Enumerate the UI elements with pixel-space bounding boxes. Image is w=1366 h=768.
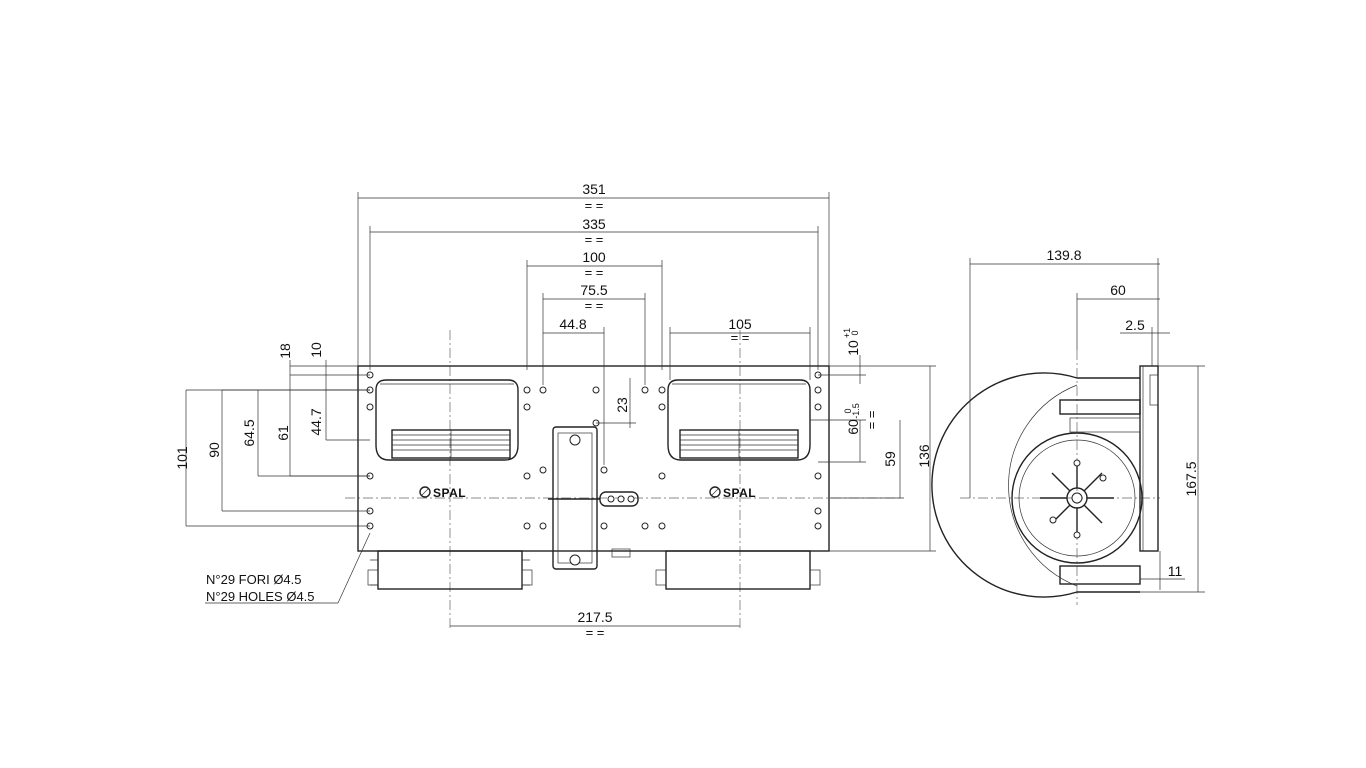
dim-23: 23 bbox=[614, 397, 630, 413]
dim-64-5: 64.5 bbox=[241, 419, 257, 446]
left-scroll-housing bbox=[375, 379, 519, 461]
impeller-hub bbox=[1040, 459, 1114, 539]
dim-10-left: 10 bbox=[308, 342, 324, 358]
holes-note-it: N°29 FORI Ø4.5 bbox=[206, 572, 302, 587]
dim-217-5: 217.5 bbox=[577, 609, 612, 625]
center-dimension: 23 bbox=[596, 378, 636, 428]
right-scroll-housing bbox=[667, 379, 811, 461]
left-outlet bbox=[367, 550, 533, 590]
eq-mark-335: = = bbox=[585, 232, 604, 247]
mounting-holes bbox=[366, 371, 822, 530]
volute-housing bbox=[931, 372, 1140, 598]
dim-59: 59 bbox=[882, 451, 898, 467]
dim-18: 18 bbox=[277, 343, 293, 359]
dim-105: 105 bbox=[728, 316, 752, 332]
tol-60-lower: -1.5 bbox=[851, 403, 861, 419]
left-brand-text: SPAL bbox=[433, 486, 466, 500]
eq-mark-105: = = bbox=[731, 330, 750, 345]
dim-136: 136 bbox=[916, 444, 932, 468]
bottom-bracket bbox=[1059, 565, 1141, 585]
eq-mark-217-5: = = bbox=[586, 625, 605, 640]
dim-11: 11 bbox=[1168, 563, 1183, 579]
holes-note-en: N°29 HOLES Ø4.5 bbox=[206, 589, 315, 604]
eq-mark-351: = = bbox=[585, 198, 604, 213]
dim-10-right: 10 bbox=[845, 340, 861, 356]
dim-351: 351 bbox=[582, 181, 606, 197]
front-view: SPAL SPAL 351 = = 335 = = 100 = bbox=[174, 181, 936, 640]
side-view: 139.8 60 2.5 167.5 11 bbox=[931, 247, 1205, 605]
left-dimensions: 18 10 44.7 61 64.5 90 101 bbox=[174, 342, 370, 527]
dim-60-front: 60 bbox=[845, 419, 861, 435]
right-brand-logo: SPAL bbox=[709, 486, 756, 500]
tol-10-upper: +1 bbox=[842, 328, 852, 338]
right-brand-text: SPAL bbox=[723, 486, 756, 500]
dim-2-5: 2.5 bbox=[1125, 317, 1145, 333]
top-bracket bbox=[1059, 399, 1141, 415]
tol-60-upper: 0 bbox=[843, 408, 853, 413]
dim-60-side: 60 bbox=[1110, 282, 1126, 298]
dim-101: 101 bbox=[174, 446, 190, 470]
dim-100: 100 bbox=[582, 249, 606, 265]
right-outlet bbox=[655, 550, 821, 590]
side-right-dimensions: 167.5 11 bbox=[1140, 365, 1205, 593]
dim-335: 335 bbox=[582, 216, 606, 232]
eq-mark-60: = = bbox=[864, 411, 879, 430]
inlet-ring bbox=[1011, 432, 1143, 564]
eq-mark-75-5: = = bbox=[585, 298, 604, 313]
eq-mark-100: = = bbox=[585, 265, 604, 280]
dim-44-8: 44.8 bbox=[559, 316, 586, 332]
flange-plate bbox=[1139, 365, 1159, 552]
dim-139-8: 139.8 bbox=[1046, 247, 1081, 263]
top-dimensions: 351 = = 335 = = 100 = = 75.5 = = 44.8 bbox=[357, 181, 830, 465]
dim-167-5: 167.5 bbox=[1183, 461, 1199, 496]
mounting-plate bbox=[357, 365, 830, 552]
right-dimensions: 10 +1 0 60 0 -1.5 = = 59 136 bbox=[810, 328, 936, 552]
bottom-dimension: 217.5 = = bbox=[450, 609, 740, 640]
dim-90: 90 bbox=[206, 442, 222, 458]
dim-61: 61 bbox=[275, 425, 291, 441]
dim-44-7: 44.7 bbox=[308, 408, 324, 435]
tol-10-lower: 0 bbox=[850, 330, 860, 335]
motor-housing bbox=[548, 426, 639, 570]
side-top-dimensions: 139.8 60 2.5 bbox=[969, 247, 1170, 498]
dim-75-5: 75.5 bbox=[580, 282, 607, 298]
holes-note: N°29 FORI Ø4.5 N°29 HOLES Ø4.5 bbox=[205, 532, 371, 604]
left-brand-logo: SPAL bbox=[419, 486, 466, 500]
